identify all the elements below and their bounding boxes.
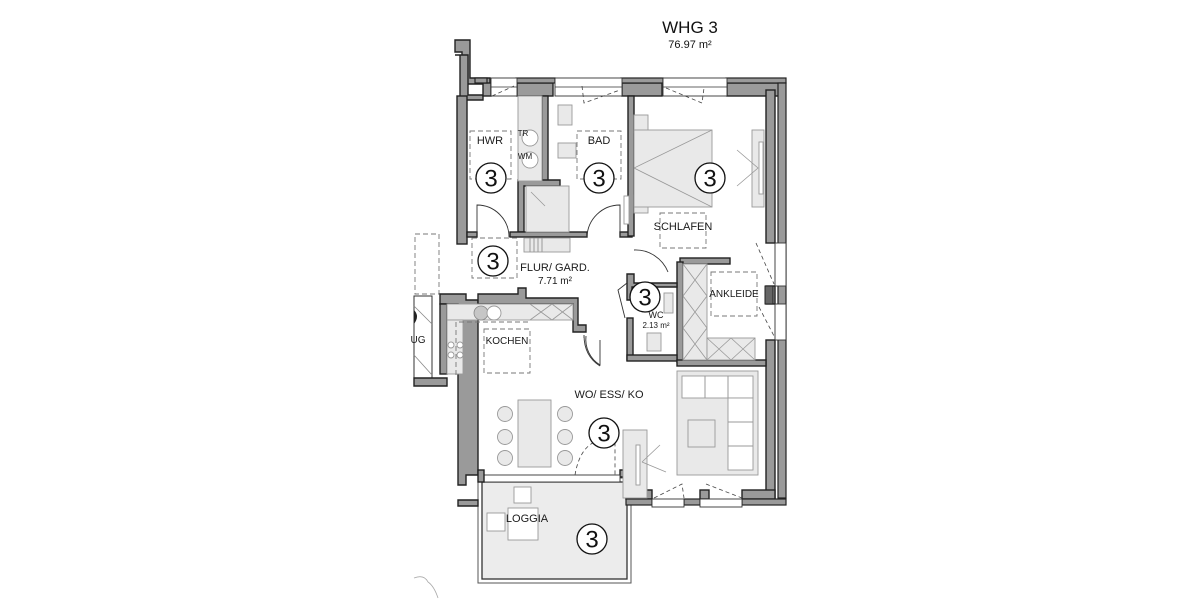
dryer-label: TR (518, 129, 529, 138)
room-marker-wohnen: 3 (588, 417, 620, 449)
neighbor-fragment: UG (411, 233, 440, 599)
room-label-schlafen: SCHLAFEN (654, 221, 713, 233)
room-marker-wc: 3 (629, 281, 661, 313)
room-label-hwr: HWR (477, 135, 503, 147)
door-kitchen (585, 335, 601, 366)
windows (481, 77, 787, 508)
door-hwr (476, 204, 510, 238)
room-label-bad: BAD (588, 135, 611, 147)
furniture: TR WM (446, 95, 765, 541)
neighbor-dashed-area (414, 233, 440, 295)
room-area-wc: 2.13 m² (642, 321, 669, 330)
window-living-2 (699, 498, 743, 508)
window-living-1 (651, 498, 685, 508)
room-label-flur: FLUR/ GARD. (520, 262, 590, 274)
neighbor-room-label: UG (411, 335, 426, 346)
room-label-kochen: KOCHEN (486, 336, 529, 347)
svg-text:3: 3 (597, 421, 610, 448)
unit-area: 76.97 m² (668, 39, 712, 51)
room-label-loggia: LOGGIA (506, 513, 549, 525)
room-marker-hwr: 3 (475, 162, 507, 194)
room-labels: HWR BAD SCHLAFEN FLUR/ GARD. 7.71 m² WC … (477, 135, 759, 525)
room-label-ankleide: ANKLEIDE (709, 289, 759, 300)
unit-title: WHG 3 (662, 18, 718, 37)
svg-text:3: 3 (585, 527, 598, 554)
room-markers: 3 3 3 3 3 3 3 (475, 162, 726, 555)
doors (476, 204, 669, 367)
interior-walls (466, 95, 767, 483)
room-area-flur: 7.71 m² (538, 276, 573, 287)
room-marker-flur: 3 (477, 245, 509, 277)
unit-title-block: WHG 3 76.97 m² (662, 18, 718, 51)
svg-text:3: 3 (638, 285, 651, 312)
svg-text:3: 3 (486, 249, 499, 276)
room-label-wohnen: WO/ ESS/ KO (574, 389, 644, 401)
door-schlafen (633, 249, 669, 273)
svg-text:3: 3 (592, 166, 605, 193)
landscape-line (413, 576, 439, 599)
door-bad (586, 204, 621, 238)
window-ankleide-1 (774, 242, 787, 287)
window-ankleide-2 (774, 303, 787, 341)
room-marker-loggia: 3 (576, 523, 608, 555)
loggia-door-frame (481, 474, 621, 483)
door-wc (617, 282, 628, 319)
svg-text:3: 3 (703, 166, 716, 193)
room-marker-bad: 3 (583, 162, 615, 194)
svg-text:3: 3 (484, 166, 497, 193)
room-marker-schlafen: 3 (694, 162, 726, 194)
room-label-wc: WC (649, 310, 664, 320)
washer-label: WM (518, 152, 533, 161)
